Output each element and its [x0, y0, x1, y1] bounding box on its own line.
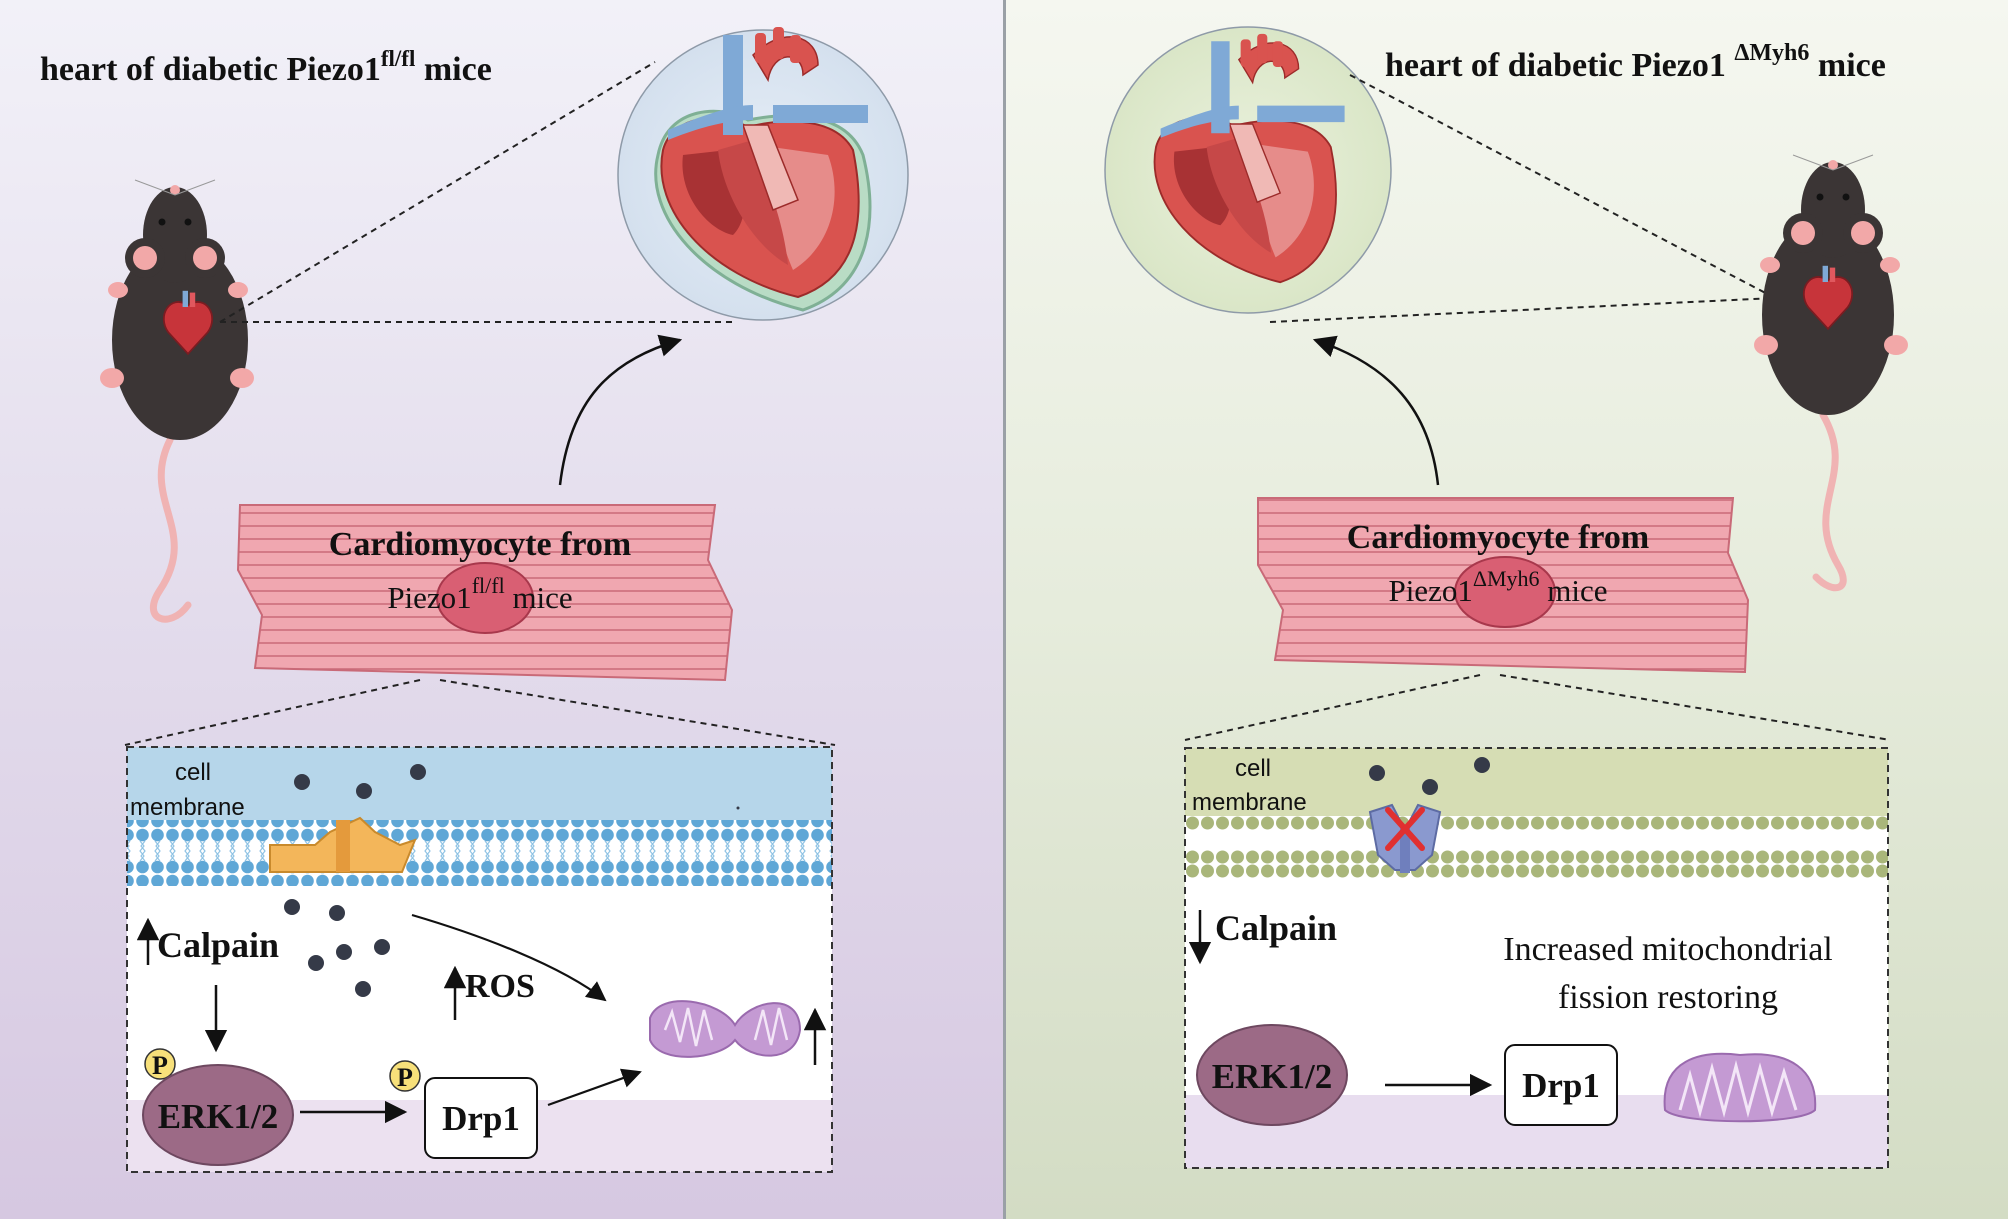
drp1-box-right — [1504, 1044, 1618, 1126]
svg-text:ROS: ROS — [465, 968, 535, 1005]
left-title: heart of diabetic Piezo1fl/fl mice — [40, 46, 492, 88]
mechanism-inset-right: cell membrane Calpain Increased mitochon… — [1184, 747, 1889, 1169]
svg-text:ERK1/2: ERK1/2 — [158, 1097, 279, 1136]
svg-text:fission restoring: fission restoring — [1558, 979, 1778, 1016]
heart-icon — [1153, 33, 1345, 284]
svg-text:Cardiomyocyte from: Cardiomyocyte from — [329, 526, 631, 563]
mouse-icon — [100, 179, 254, 623]
heart-icon — [654, 27, 872, 312]
mechanism-inset-left: cell membrane Calpain ROS — [126, 746, 833, 1173]
blocked-channel-icon — [1368, 803, 1442, 873]
svg-text:Piezo1ΔMyh6 mice: Piezo1ΔMyh6 mice — [1388, 566, 1607, 608]
svg-text:Piezo1fl/fl mice: Piezo1fl/fl mice — [387, 573, 572, 615]
mouse-heart-icon — [163, 290, 213, 356]
svg-text:Cardiomyocyte from: Cardiomyocyte from — [1347, 519, 1649, 556]
svg-text:Calpain: Calpain — [157, 925, 279, 965]
phospho-badge-icon: P — [144, 1048, 176, 1080]
svg-text:P: P — [397, 1063, 413, 1092]
mitochondrion-icon — [649, 1000, 802, 1058]
svg-text:P: P — [152, 1051, 168, 1080]
erk-oval-left — [142, 1064, 294, 1166]
svg-text:membrane: membrane — [130, 794, 245, 821]
phospho-badge-icon: P — [389, 1060, 421, 1092]
cardiomyocyte-left: Cardiomyocyte from Piezo1fl/fl mice — [236, 504, 734, 682]
mouse-heart-icon — [1803, 265, 1853, 331]
svg-text:Increased mitochondrial: Increased mitochondrial — [1503, 931, 1832, 968]
svg-text:cell: cell — [175, 759, 211, 786]
svg-text:cell: cell — [1235, 755, 1271, 782]
cardiomyocyte-right: Cardiomyocyte from Piezo1ΔMyh6 mice — [1257, 497, 1750, 674]
mitochondrion-icon — [1663, 1052, 1817, 1123]
erk-oval-right — [1196, 1024, 1348, 1126]
svg-text:Drp1: Drp1 — [1522, 1066, 1600, 1105]
svg-text:Calpain: Calpain — [1215, 908, 1337, 948]
svg-text:ERK1/2: ERK1/2 — [1212, 1057, 1333, 1096]
right-title: heart of diabetic Piezo1 ΔMyh6 mice — [1385, 40, 1886, 84]
svg-text:Drp1: Drp1 — [442, 1099, 520, 1138]
drp1-box-left — [424, 1077, 538, 1159]
piezo1-channel-icon — [269, 816, 417, 873]
mouse-icon — [1754, 154, 1908, 592]
svg-text:membrane: membrane — [1192, 789, 1307, 816]
